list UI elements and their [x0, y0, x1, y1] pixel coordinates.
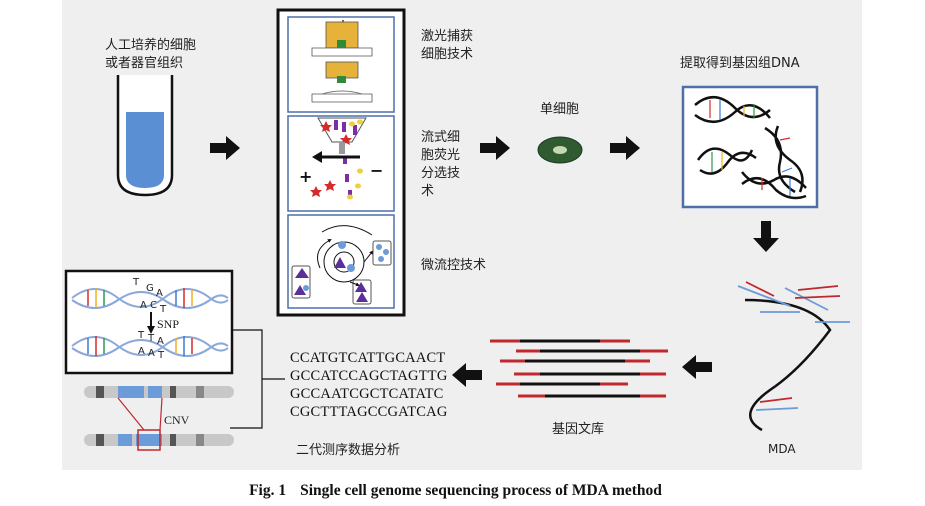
genomic-dna-label: 提取得到基因组DNA	[680, 56, 800, 71]
ngs-analysis-label: 二代测序数据分析	[296, 443, 401, 458]
sample-label-line2: 或者器官组织	[105, 56, 184, 71]
mda-label: MDA	[768, 442, 796, 456]
arrow-right-1	[210, 136, 240, 160]
arrow-left-2	[452, 363, 482, 387]
sequence-read: GCCATCCAGCTAGTTG	[290, 368, 448, 384]
single-cell	[537, 136, 583, 164]
laser-label-line1: 激光捕获	[421, 29, 474, 44]
snp-bottom-letter: T	[138, 330, 145, 341]
flow-label-line3: 分选技	[421, 166, 461, 181]
snp-top-letter: A	[156, 288, 163, 299]
snp-bottom-letter: A	[148, 348, 155, 359]
sample-label-line1: 人工培养的细胞	[105, 38, 197, 53]
single-cell-label: 单细胞	[540, 102, 580, 117]
laser-capture-graphic	[311, 20, 373, 103]
arrow-right-3	[610, 136, 640, 160]
sequence-read: GCCAATCGCTCATATC	[290, 386, 444, 402]
snp-bottom-letter: T	[158, 350, 165, 361]
sequence-read: CGCTTTAGCCGATCAG	[290, 404, 448, 420]
snp-bottom-letter: T	[148, 333, 155, 344]
flow-label-line1: 流式细	[421, 130, 461, 145]
laser-label-line2: 细胞技术	[421, 47, 474, 62]
genomic-dna-panel	[681, 85, 819, 209]
snp-top-letter: T	[160, 304, 167, 315]
svg-text:+: +	[299, 167, 312, 186]
figure-caption: Fig. 1 Single cell genome sequencing proc…	[0, 482, 925, 500]
arrow-down	[753, 221, 779, 252]
test-tube	[116, 75, 174, 197]
snp-top-letter: C	[150, 300, 157, 311]
flow-label-line4: 术	[421, 184, 435, 199]
microfluidics-label: 微流控技术	[421, 258, 487, 273]
microfluidics-graphic	[291, 225, 392, 305]
snp-bottom-letter: A	[157, 336, 164, 347]
figure-number: Fig. 1	[249, 482, 287, 499]
figure-title: Single cell genome sequencing process of…	[300, 482, 662, 499]
snp-label: SNP	[157, 317, 180, 331]
cnv-graphic	[84, 386, 234, 451]
snp-top-letter: G	[146, 283, 154, 294]
svg-text:−: −	[370, 161, 383, 180]
arrow-left-1	[682, 355, 712, 379]
arrow-right-2	[480, 136, 510, 160]
bracket	[230, 329, 285, 429]
flow-cytometry-graphic: + −	[299, 117, 383, 200]
library-label: 基因文库	[552, 422, 605, 437]
sequence-reads: CCATGTCATTGCAACT GCCATCCAGCTAGTTG GCCAAT…	[290, 349, 448, 421]
snp-top-letter: T	[133, 277, 140, 288]
flow-arrows	[210, 136, 779, 387]
mda-amplification-graphic	[737, 281, 850, 432]
sequence-read: CCATGTCATTGCAACT	[290, 350, 446, 366]
cnv-label: CNV	[164, 413, 190, 427]
snp-panel	[64, 269, 234, 375]
snp-bottom-letter: A	[138, 346, 145, 357]
snp-top-letter: A	[140, 300, 147, 311]
flow-label-line2: 胞荧光	[421, 148, 461, 163]
gene-library-graphic	[490, 339, 668, 398]
